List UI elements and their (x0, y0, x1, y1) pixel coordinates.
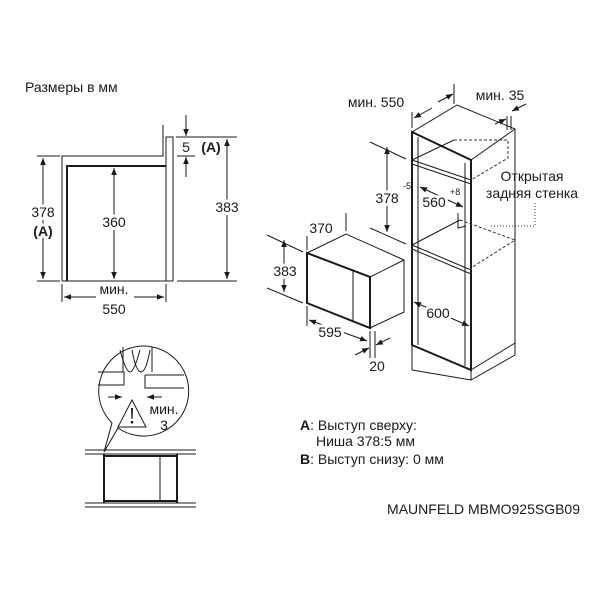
gap-value: 3 (160, 417, 168, 433)
note-a: A: Выступ сверху: (300, 417, 417, 433)
dimensions-title: Размеры в мм (25, 79, 118, 95)
top-offset-note: (A) (201, 139, 220, 155)
cabinet-drawing: мин. 550 мин. 35 378 -5 560 +8 600 Откры… (348, 84, 578, 381)
open-back-label-line1: Открытая (501, 168, 564, 184)
note-b: B: Выступ снизу: 0 мм (300, 451, 444, 467)
gap-prefix: мин. (149, 401, 178, 417)
niche-width-label: 560 (422, 194, 446, 210)
niche-width-tolerance: +8 (450, 187, 460, 197)
appliance-height-label: 383 (273, 263, 297, 279)
model-name: MAUNFELD MBMO925SGB09 (387, 501, 580, 517)
niche-height-label: 378 (31, 204, 55, 220)
width-label: 550 (102, 301, 126, 317)
notes: A: Выступ сверху: Ниша 378:5 мм B: Высту… (300, 417, 444, 467)
niche-height-tolerance: -5 (403, 181, 411, 191)
width-prefix: мин. (99, 281, 128, 297)
appliance-depth-label: 370 (309, 220, 333, 236)
cabinet-gap-label: мин. 35 (476, 87, 525, 103)
cabinet-width-label: 600 (426, 305, 450, 321)
front-depth-label: 20 (369, 358, 385, 374)
niche-height-label: 378 (375, 190, 399, 206)
open-back-label-line2: задняя стенка (486, 185, 578, 201)
inner-height-label: 360 (102, 214, 126, 230)
top-offset-label: 5 (182, 139, 190, 155)
niche-height-note: (A) (33, 223, 52, 239)
warning-triangle-icon (117, 398, 147, 428)
note-a-detail: Ниша 378:5 мм (316, 433, 415, 449)
total-height-label: 383 (215, 199, 239, 215)
cabinet-depth-label: мин. 550 (348, 94, 405, 110)
side-view: 378 (A) 360 383 5 (A) мин. 550 (28, 115, 242, 317)
microwave-drawing: 383 370 595 20 (266, 213, 405, 374)
gap-detail: мин. 3 (85, 345, 196, 508)
appliance-width-label: 595 (318, 324, 342, 340)
